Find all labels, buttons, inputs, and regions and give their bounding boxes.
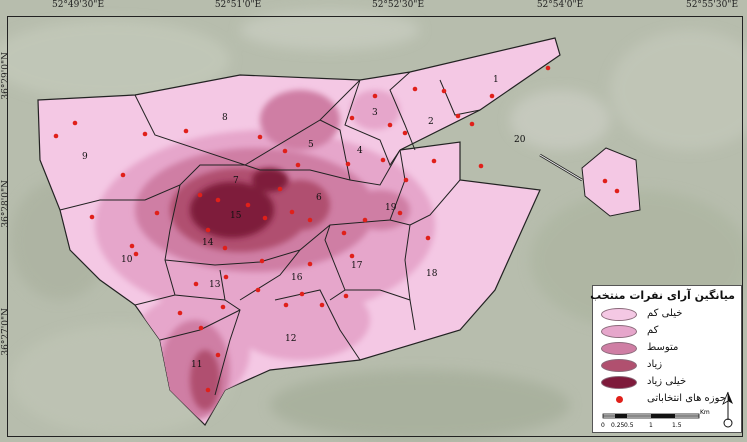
district-label-8: 8 — [222, 113, 228, 123]
north-arrow-icon — [722, 391, 733, 428]
legend-label: خیلی زیاد — [647, 376, 687, 387]
district-label-18: 18 — [426, 269, 438, 279]
latitude-label: 36°27'0"N — [1, 308, 11, 356]
legend-item: کم — [601, 325, 737, 339]
map-legend: میانگین آرای نفرات منتخب خیلی کم کم متوس… — [590, 285, 742, 433]
legend-label: متوسط — [647, 342, 679, 353]
eastern-annex-polygon — [581, 147, 641, 217]
district-label-15: 15 — [230, 211, 242, 221]
district-label-12: 12 — [285, 334, 296, 344]
longitude-label: 52°51'0"E — [214, 0, 262, 10]
legend-item: خیلی کم — [601, 308, 737, 322]
legend-swatch — [601, 308, 637, 321]
legend-label: حوزه های انتخاباتی — [647, 393, 726, 404]
legend-swatch — [601, 359, 637, 372]
district-label-2: 2 — [428, 117, 434, 127]
polling-station-dot-icon — [616, 396, 623, 403]
scale-tick: 0.25 — [611, 422, 625, 429]
legend-item: خیلی زیاد — [601, 376, 737, 390]
polling-stations — [53, 65, 620, 393]
district-label-19: 19 — [385, 203, 397, 213]
legend-swatch — [601, 325, 637, 338]
legend-title: میانگین آرای نفرات منتخب — [590, 289, 735, 302]
longitude-label: 52°55'30"E — [685, 0, 739, 10]
longitude-label: 52°49'30"E — [51, 0, 105, 10]
legend-label: خیلی کم — [647, 308, 683, 319]
scale-tick: 0 — [601, 422, 605, 429]
legend-label: کم — [647, 325, 659, 336]
latitude-label: 36°29'0"N — [1, 52, 11, 100]
latitude-label: 36°28'0"N — [1, 180, 11, 228]
legend-swatch — [601, 342, 637, 355]
district-label-13: 13 — [209, 280, 221, 290]
background-texture — [0, 10, 747, 440]
scale-tick: 1 — [649, 422, 653, 429]
legend-item: حوزه های انتخاباتی — [601, 393, 737, 407]
district-label-1: 1 — [493, 75, 499, 85]
scale-bar: 0 0.25 0.5 1 1.5 Km — [601, 409, 710, 429]
legend-swatch — [601, 376, 637, 389]
district-labels: 1 2 3 4 5 6 7 8 9 10 11 12 13 14 15 16 1… — [82, 75, 526, 370]
district-label-7: 7 — [233, 176, 239, 186]
district-label-6: 6 — [316, 193, 322, 203]
district-label-10: 10 — [121, 255, 133, 265]
scale-unit: Km — [700, 409, 710, 416]
district-label-16: 16 — [291, 273, 303, 283]
district-label-14: 14 — [202, 238, 214, 248]
district-label-17: 17 — [351, 261, 363, 271]
district-label-4: 4 — [357, 146, 363, 156]
zone-very-high — [190, 168, 288, 238]
scale-tick: 1.5 — [672, 422, 682, 429]
district-label-20: 20 — [514, 135, 526, 145]
longitude-label: 52°52'30"E — [371, 0, 425, 10]
district-label-3: 3 — [372, 108, 378, 118]
legend-item: زیاد — [601, 359, 737, 373]
legend-label: زیاد — [647, 359, 663, 370]
district-label-5: 5 — [308, 140, 314, 150]
longitude-label: 52°54'0"E — [536, 0, 584, 10]
district-label-9: 9 — [82, 152, 88, 162]
district-label-11: 11 — [191, 360, 202, 370]
legend-item: متوسط — [601, 342, 737, 356]
scale-tick: 0.5 — [624, 422, 634, 429]
